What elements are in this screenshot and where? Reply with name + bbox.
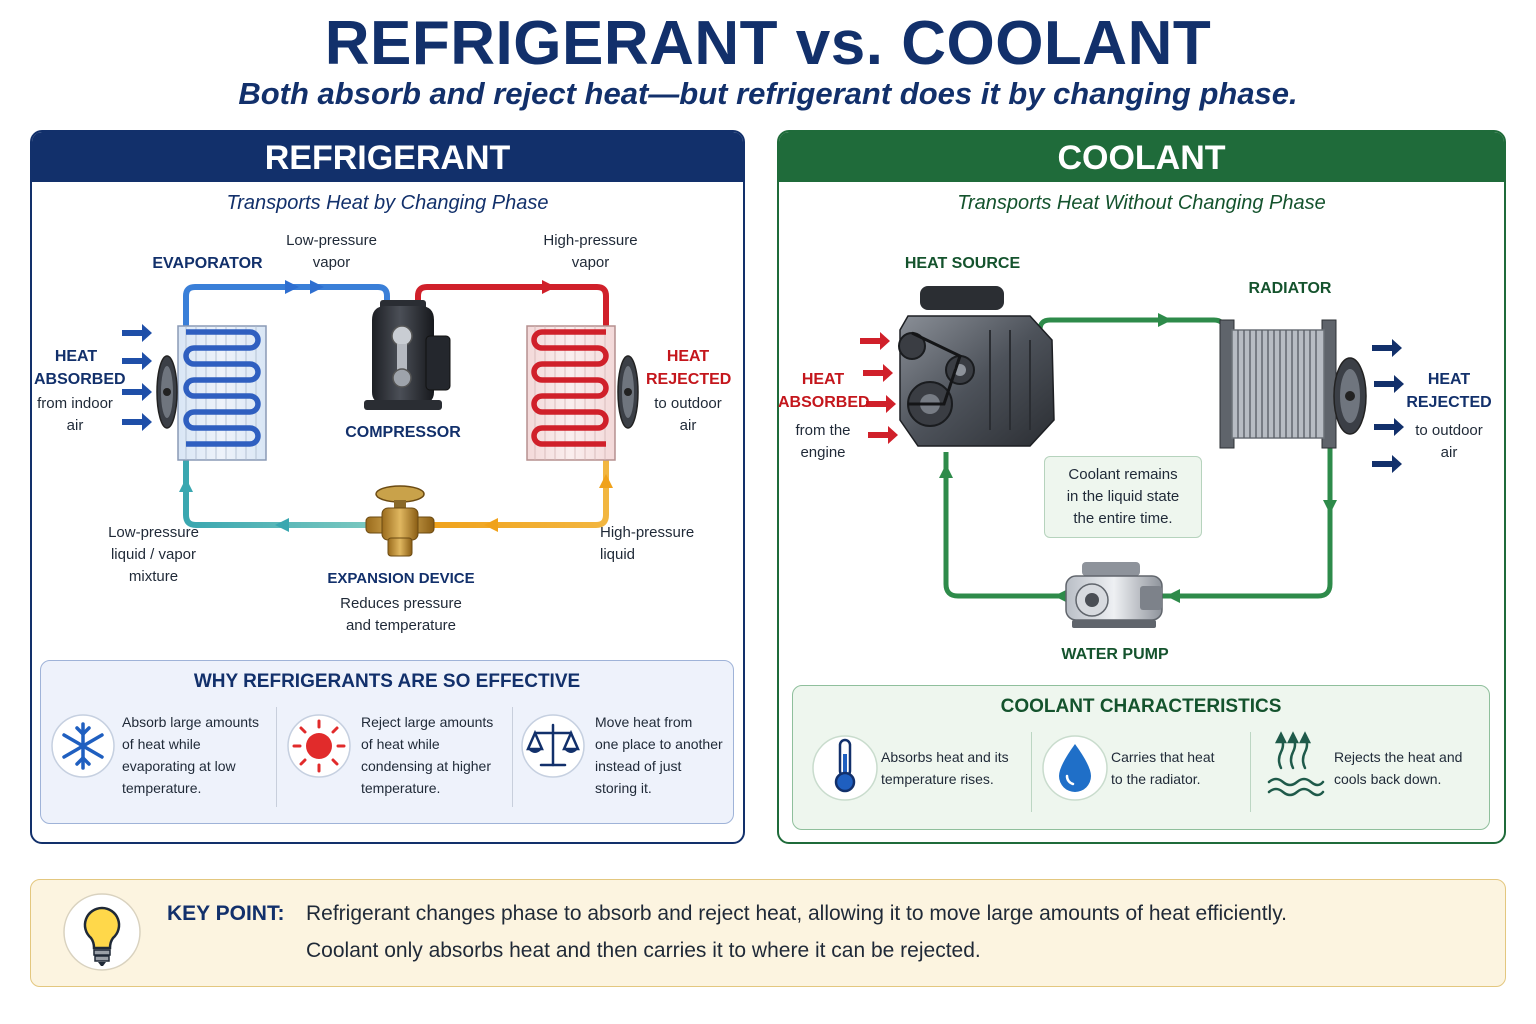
compressor-label: COMPRESSOR [345, 424, 461, 441]
water-pump-label: WATER PUMP [1061, 646, 1169, 663]
heat-source-label: HEAT SOURCE [904, 255, 1021, 272]
coolant-characteristics-title: COOLANT CHARACTERISTICS [1000, 696, 1282, 717]
refrigerant-heading: REFRIGERANT [32, 132, 743, 182]
radiator-icon [1219, 319, 1337, 449]
refrigerant-pipes [183, 284, 609, 528]
radiator-label: RADIATOR [1248, 280, 1332, 297]
condenser-coil [526, 325, 616, 461]
coolant-subheading: Transports Heat Without Changing Phase [957, 192, 1326, 214]
radiator-fan-icon [1333, 357, 1367, 435]
coolant-characteristics-box: COOLANT CHARACTERISTICS Absorbs heat and… [792, 685, 1490, 830]
sun-icon [287, 714, 351, 778]
snowflake-icon [51, 714, 115, 778]
engine-heat-arrows [860, 332, 898, 444]
refrigerant-subheading: Transports Heat by Changing Phase [226, 192, 549, 214]
key-point-line-1: Refrigerant changes phase to absorb and … [306, 902, 1287, 925]
page-title: REFRIGERANT vs. COOLANT [324, 9, 1212, 78]
engine-icon [898, 286, 1055, 447]
thermometer-icon [812, 735, 878, 801]
coolant-flow-arrows [939, 313, 1337, 603]
balance-scale-icon [521, 714, 585, 778]
key-point-label: KEY POINT: [167, 902, 285, 925]
refrigerant-flow-arrows [179, 280, 613, 532]
key-point-icons [63, 893, 141, 971]
coolant-heading: COOLANT [779, 132, 1504, 182]
heat-waves-icon [1267, 731, 1325, 797]
page-subtitle: Both absorb and reject heat—but refriger… [238, 76, 1298, 111]
characteristic-icons [812, 731, 1325, 801]
heat-absorbed-arrows [122, 324, 152, 431]
why-refrigerants-title: WHY REFRIGERANTS ARE SO EFFECTIVE [193, 671, 581, 692]
expansion-device-label: EXPANSION DEVICE [327, 570, 475, 587]
condenser-fan-icon [617, 355, 639, 429]
radiator-heat-arrows [1372, 339, 1404, 473]
evaporator-label: EVAPORATOR [152, 255, 263, 272]
evaporator-fan-icon [156, 355, 178, 429]
expansion-valve-icon [365, 485, 435, 557]
key-point-box: KEY POINT: Refrigerant changes phase to … [30, 879, 1506, 987]
water-drop-icon [1042, 735, 1108, 801]
evaporator-coil [177, 325, 267, 461]
why-refrigerants-box: WHY REFRIGERANTS ARE SO EFFECTIVE [40, 660, 734, 824]
why-icons [51, 714, 585, 778]
lightbulb-icon [63, 893, 141, 971]
compressor-icon [364, 300, 451, 410]
water-pump-icon [1065, 562, 1163, 628]
key-point-line-2: Coolant only absorbs heat and then carri… [306, 939, 981, 962]
